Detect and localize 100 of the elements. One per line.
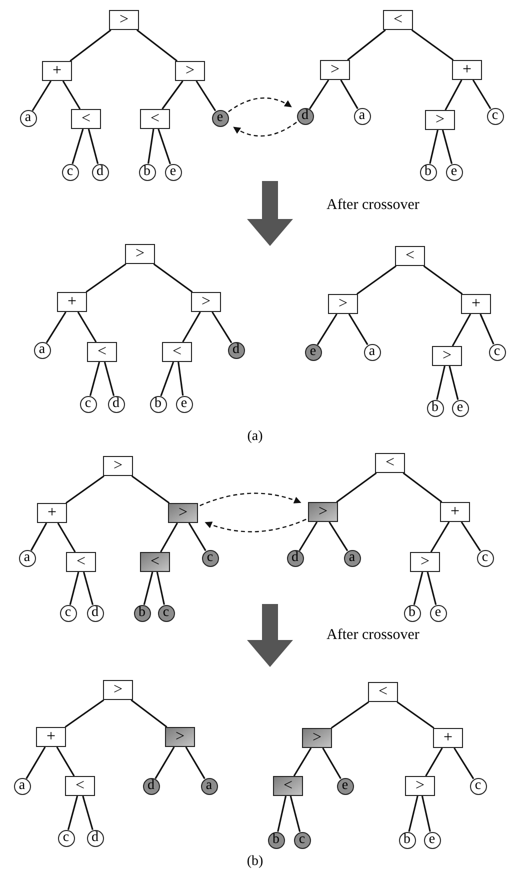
node-symbol: d (232, 343, 240, 357)
node-symbol: > (201, 294, 211, 310)
node-symbol: < (378, 684, 388, 700)
tree-branch (426, 572, 437, 605)
tree-branch (160, 362, 174, 396)
node-symbol: < (150, 554, 160, 570)
tree-branch (162, 80, 184, 110)
node-symbol: + (52, 63, 62, 79)
tree-branch (425, 748, 443, 776)
operator-box (375, 453, 405, 473)
node-symbol: b (404, 833, 410, 847)
node-symbol: > (312, 730, 322, 746)
node-symbol: a (38, 343, 46, 357)
tree-branch (196, 80, 216, 112)
tree-branch (348, 314, 368, 346)
node-symbol: > (415, 778, 425, 794)
node-symbol: a (206, 779, 212, 793)
node-symbol: a (368, 345, 376, 359)
node-symbol: d (112, 397, 120, 411)
tree-branch (356, 265, 396, 295)
node-symbol: c (62, 831, 70, 845)
operator-box (328, 294, 358, 314)
node-symbol: > (330, 62, 340, 78)
node-symbol: e (450, 165, 458, 179)
tree-branch (82, 796, 94, 830)
tree-branch (46, 312, 66, 344)
node-symbol: b (144, 165, 150, 179)
node-symbol: d (96, 165, 104, 179)
tree-branch (77, 312, 97, 342)
node-symbol: b (138, 606, 146, 620)
tree-branch (308, 80, 330, 110)
operator-box (109, 10, 139, 30)
tree-branch (66, 475, 104, 504)
swap-arrow (228, 97, 292, 112)
node-symbol: < (81, 111, 91, 127)
tree-branch (104, 362, 115, 396)
node-symbol: < (405, 248, 415, 264)
operator-box (410, 552, 440, 572)
node-symbol: e (180, 397, 188, 411)
operator-box (165, 727, 195, 747)
tree-branch (88, 128, 99, 164)
node-symbol: > (442, 348, 452, 364)
node-symbol: + (46, 729, 56, 745)
tree-branch (153, 263, 193, 293)
operator-box (125, 244, 155, 264)
tree-branch (340, 80, 358, 110)
tree-branch (70, 29, 112, 62)
tree-branch (316, 314, 338, 346)
node-symbol: < (97, 344, 107, 360)
node-symbol: b (432, 401, 438, 415)
tree-branch (147, 128, 154, 164)
node-symbol: + (443, 730, 453, 746)
panel-label: (b) (246, 853, 264, 870)
panel-label: (a) (246, 428, 264, 446)
tree-branch (212, 312, 232, 344)
operator-box (308, 502, 338, 522)
operator-box (432, 346, 462, 366)
node-symbol: c (492, 109, 498, 123)
node-symbol: < (76, 554, 86, 570)
node-symbol: c (482, 551, 488, 565)
operator-box (66, 552, 96, 572)
operator-box (425, 110, 455, 130)
node-symbol: < (75, 778, 85, 794)
operator-box (452, 60, 482, 80)
node-symbol: e (428, 833, 436, 847)
tree-branch (436, 366, 446, 400)
node-symbol: c (66, 165, 74, 179)
node-symbol: c (474, 779, 482, 793)
tree-branch (290, 796, 301, 832)
node-symbol: < (385, 455, 395, 471)
node-symbol: e (456, 401, 464, 415)
tree-branch (423, 265, 463, 295)
swap-arrow (204, 518, 306, 532)
tree-branch (30, 522, 48, 551)
tree-branch (67, 796, 78, 830)
tree-branch (86, 263, 126, 293)
operator-box (71, 109, 101, 129)
node-symbol: + (462, 62, 472, 78)
tree-branch (156, 572, 165, 605)
operator-box (368, 682, 398, 702)
node-symbol: a (348, 551, 356, 565)
tree-branch (154, 746, 175, 780)
node-symbol: d (292, 551, 298, 565)
step-caption: After crossover (326, 626, 420, 645)
node-symbol: > (338, 296, 348, 312)
tree-branch (430, 522, 450, 552)
tree-branch (143, 572, 154, 605)
tree-branch (277, 796, 287, 832)
tree-branch (442, 130, 453, 164)
tree-branch (62, 80, 81, 110)
node-symbol: e (434, 606, 442, 620)
tree-branch (429, 130, 438, 164)
tree-branch (480, 314, 494, 345)
node-symbol: + (450, 504, 460, 520)
tree-branch (328, 522, 348, 552)
node-symbol: b (408, 606, 416, 620)
tree-branch (472, 80, 492, 110)
tree-branch (64, 699, 104, 728)
tree-branch (89, 362, 100, 396)
operator-box (191, 292, 221, 312)
